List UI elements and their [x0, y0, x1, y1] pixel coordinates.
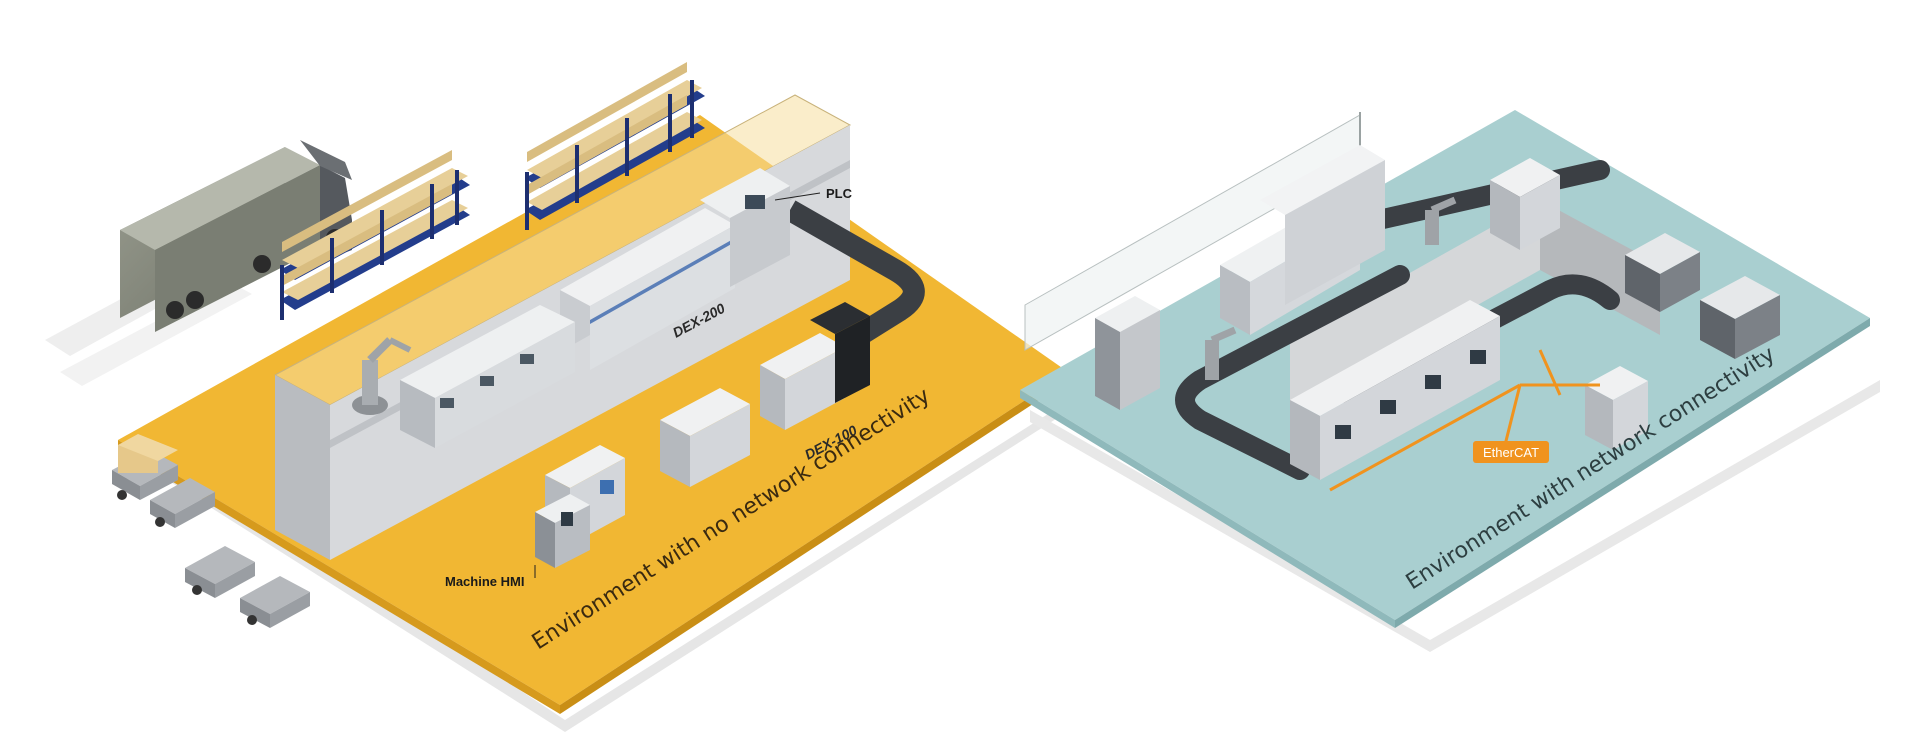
top-right-machine	[1490, 158, 1560, 250]
machine-hmi-label: Machine HMI	[445, 574, 524, 589]
left-floor-edge	[118, 440, 560, 714]
machine-hmi-cabinet	[535, 494, 590, 568]
warehouse-rack-2	[525, 62, 705, 230]
truck	[120, 140, 352, 332]
workstations	[1625, 233, 1780, 359]
dex-200-machine	[560, 168, 790, 370]
robot-arm-right-2	[1425, 196, 1457, 245]
ethercat-wiring	[1329, 349, 1600, 492]
front-right-machine	[1585, 366, 1648, 450]
plc-label: PLC	[826, 186, 853, 201]
right-environment: EtherCAT Environment with network connec…	[1020, 110, 1880, 652]
robot-arm-right-1	[1205, 326, 1237, 380]
pick-and-place-row	[1290, 300, 1500, 480]
pick-and-place-machines	[400, 305, 575, 448]
control-cabinet	[1095, 296, 1160, 410]
robot-arm	[352, 337, 412, 415]
left-environment: PLC DEX-200 DEX-100 Machine HMI Environm…	[45, 62, 1070, 732]
inner-wall	[1290, 200, 1540, 410]
ethercat-badge: EtherCAT	[1473, 441, 1549, 463]
agv-group	[112, 434, 310, 628]
ethercat-label: EtherCAT	[1483, 445, 1539, 460]
left-floor-shadow	[120, 400, 1070, 732]
conveyor-loop	[784, 200, 925, 345]
warehouse-rack-1	[280, 150, 470, 320]
reflow-machine	[1220, 145, 1385, 335]
